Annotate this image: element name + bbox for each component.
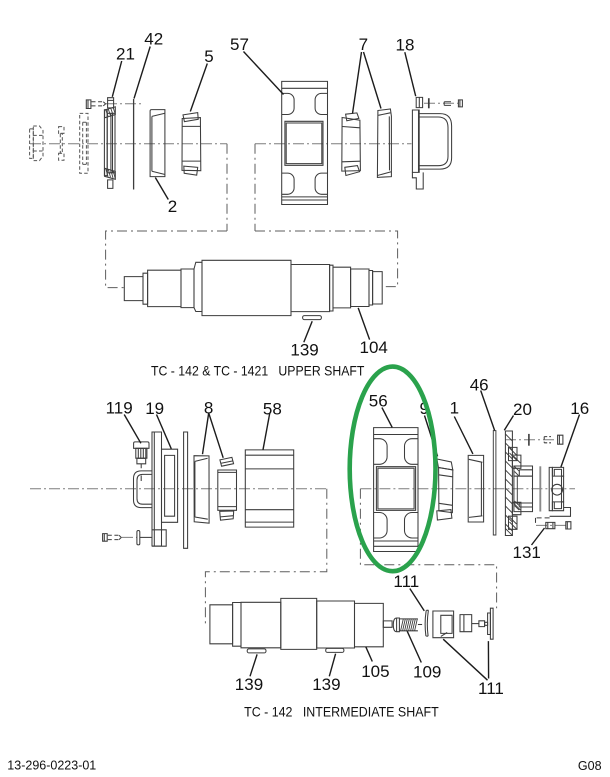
svg-text:7: 7 (359, 35, 368, 54)
svg-text:46: 46 (470, 375, 489, 394)
svg-text:119: 119 (106, 399, 133, 418)
svg-text:8: 8 (204, 399, 213, 418)
svg-text:19: 19 (145, 399, 164, 418)
svg-text:18: 18 (396, 36, 415, 55)
svg-text:16: 16 (570, 399, 589, 418)
svg-text:56: 56 (369, 391, 388, 410)
svg-text:111: 111 (393, 572, 419, 591)
svg-text:2: 2 (168, 197, 177, 216)
svg-text:1: 1 (450, 399, 459, 418)
svg-text:139: 139 (312, 675, 340, 694)
svg-text:104: 104 (360, 338, 388, 357)
svg-text:TC - 142 INTERMEDIATE SHAFT: TC - 142 INTERMEDIATE SHAFT (244, 705, 439, 720)
svg-text:105: 105 (361, 662, 389, 681)
svg-text:57: 57 (230, 35, 249, 54)
svg-text:20: 20 (513, 400, 532, 419)
svg-text:TC - 142 & TC - 1421 UPPER S: TC - 142 & TC - 1421 UPPER SHAFT (151, 364, 365, 379)
svg-text:109: 109 (413, 663, 441, 682)
svg-text:13-296-0223-01: 13-296-0223-01 (7, 758, 96, 772)
svg-text:111: 111 (478, 679, 504, 698)
svg-text:131: 131 (513, 543, 541, 562)
svg-text:139: 139 (290, 340, 318, 359)
svg-text:5: 5 (204, 47, 213, 66)
svg-text:9: 9 (420, 399, 429, 418)
svg-text:G08: G08 (578, 759, 602, 773)
svg-text:58: 58 (263, 399, 282, 418)
svg-text:21: 21 (116, 44, 135, 63)
svg-text:139: 139 (235, 675, 263, 694)
svg-text:42: 42 (144, 30, 163, 49)
